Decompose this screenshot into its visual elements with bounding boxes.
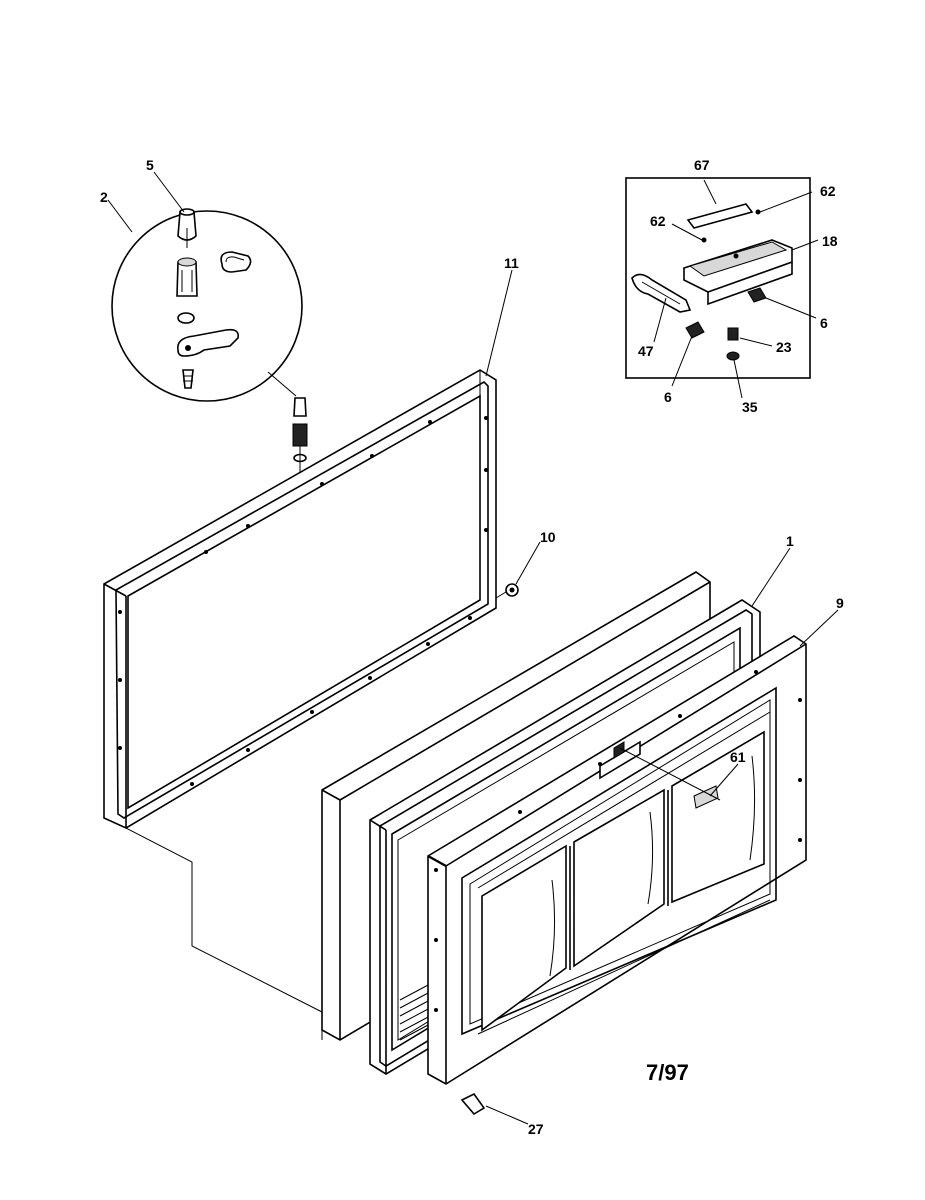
hinge-clip-part — [220, 251, 252, 273]
callout-2: 2 — [100, 189, 108, 205]
callout-47: 47 — [638, 343, 654, 359]
callout-6-right: 6 — [820, 315, 828, 331]
hinge-cap-part — [177, 211, 197, 241]
latch-clip-part — [747, 287, 767, 303]
cabinet-outline — [125, 827, 323, 1040]
hinge-screw-part — [182, 369, 194, 389]
callout-1: 1 — [786, 533, 794, 549]
outer-door-panel — [427, 635, 807, 1116]
latch-label-strip — [686, 203, 754, 229]
callout-10: 10 — [540, 529, 556, 545]
hinge-bushing-part — [176, 261, 198, 297]
callout-61: 61 — [730, 749, 746, 765]
latch-detail-frame — [625, 177, 811, 379]
callout-62-left: 62 — [650, 213, 666, 229]
hinge-detail-leader — [267, 371, 297, 397]
callout-27: 27 — [528, 1121, 544, 1137]
callout-6-left: 6 — [664, 389, 672, 405]
callout-11: 11 — [504, 255, 519, 271]
callout-67: 67 — [694, 157, 710, 173]
callout-leaders — [107, 171, 839, 1125]
callout-labels: 5 2 11 10 1 9 61 27 67 62 62 18 6 6 47 2… — [100, 157, 844, 1137]
latch-detail-box — [625, 177, 819, 399]
callout-5: 5 — [146, 157, 154, 173]
callout-9: 9 — [836, 595, 844, 611]
revision-date-code: 7/97 — [646, 1060, 689, 1085]
callout-35: 35 — [742, 399, 758, 415]
hinge-detail-group — [111, 208, 303, 402]
hinge-bracket-part — [177, 328, 240, 357]
callout-18: 18 — [822, 233, 838, 249]
callout-23: 23 — [776, 339, 792, 355]
lid-liner-frame — [103, 369, 519, 829]
callout-62-right: 62 — [820, 183, 836, 199]
hinge-washer-part — [177, 312, 195, 324]
hinge-detail-circle — [111, 210, 303, 402]
